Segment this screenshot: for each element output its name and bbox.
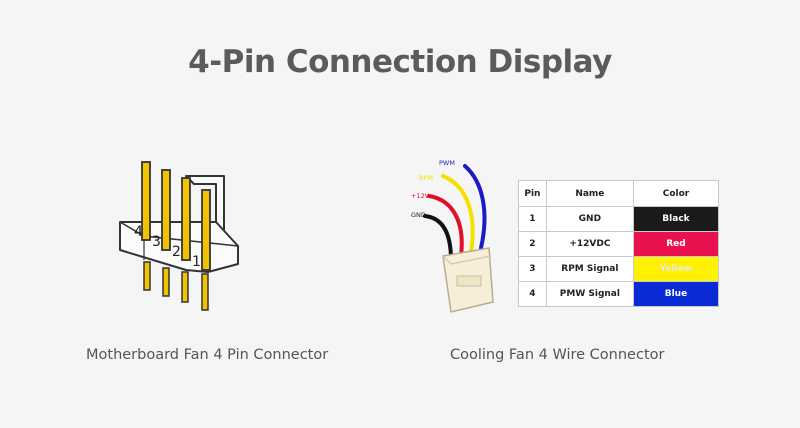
motherboard-connector-caption: Motherboard Fan 4 Pin Connector [86, 347, 329, 363]
wire-black [423, 214, 453, 262]
pin-name: PMW Signal [545, 281, 634, 307]
wire-label-12v: +12V [411, 192, 430, 200]
header-pin-label: 2 [172, 244, 181, 260]
pin-number: 1 [518, 206, 547, 232]
wire-label-gnd: GND [411, 211, 426, 219]
wire-label-pwm: PWM [439, 159, 455, 167]
table-row: 2 +12VDC Red [518, 231, 720, 257]
pin-number: 4 [518, 281, 547, 307]
header-pin-4 [141, 161, 151, 241]
color-swatch: Black [632, 206, 720, 232]
pinout-table: Pin Name Color 1 GND Black 2 +12VDC Red … [518, 180, 720, 307]
motherboard-header-diagram: 4 3 2 1 [119, 161, 239, 311]
header-pin-label: 1 [192, 254, 201, 270]
pin-number: 2 [518, 231, 547, 257]
table-row: 1 GND Black [518, 206, 720, 232]
color-swatch: Red [632, 231, 720, 257]
wire-yellow [441, 174, 475, 254]
wire-label-rpm: RPM [419, 174, 433, 182]
pin-name: +12VDC [545, 231, 634, 257]
header-pin-stub [201, 273, 209, 311]
header-pin-1 [201, 189, 211, 271]
pin-name: GND [545, 206, 634, 232]
table-row: 4 PMW Signal Blue [518, 281, 720, 307]
fan-wire-connector-diagram: PWM RPM +12V GND [411, 159, 494, 313]
header-pin-3 [161, 169, 171, 251]
column-header-name: Name [545, 180, 634, 207]
header-pin-2 [181, 177, 191, 261]
wire-red [427, 194, 464, 258]
header-pin-label: 4 [134, 224, 143, 240]
color-swatch: Yellow [632, 256, 720, 282]
column-header-pin: Pin [518, 180, 547, 207]
header-pin-stub [162, 267, 170, 297]
table-row: 3 RPM Signal Yellow [518, 256, 720, 282]
header-pin-stub [181, 271, 189, 303]
pin-number: 3 [518, 256, 547, 282]
header-pin-label: 3 [152, 234, 161, 250]
header-pin-stub [143, 261, 151, 291]
pin-name: RPM Signal [545, 256, 634, 282]
color-swatch: Blue [632, 281, 720, 307]
page-title: 4-Pin Connection Display [188, 44, 612, 80]
table-header-row: Pin Name Color [518, 180, 720, 207]
column-header-color: Color [632, 180, 720, 207]
wire-blue [463, 164, 487, 250]
fan-connector-caption: Cooling Fan 4 Wire Connector [450, 347, 665, 363]
